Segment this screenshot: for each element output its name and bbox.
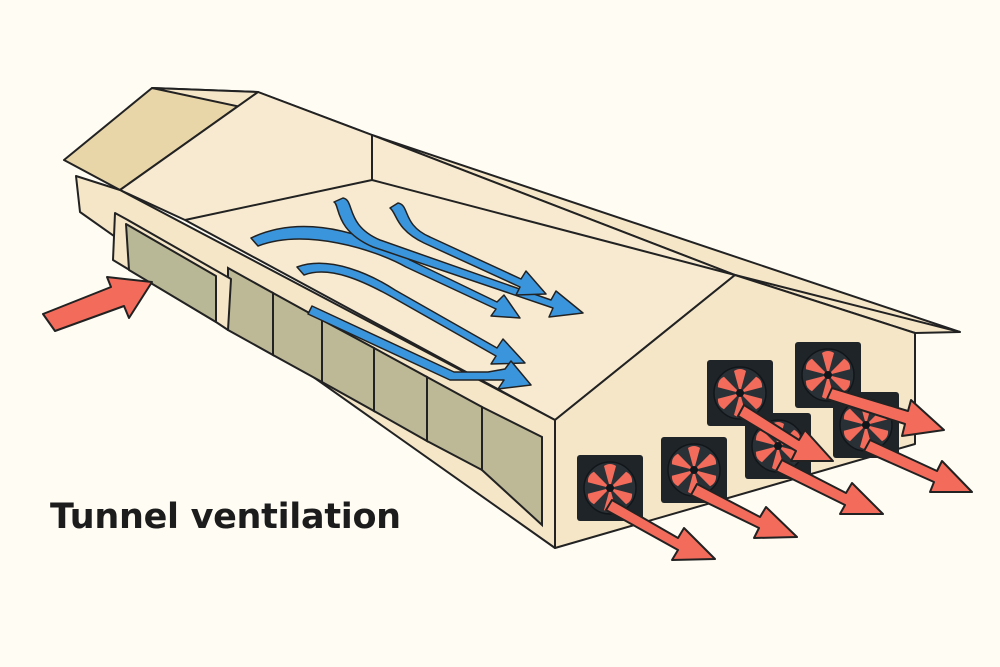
exhaust-arrow-icon	[737, 404, 834, 462]
exhaust-arrow-icon	[863, 439, 973, 493]
airflow-arrow-icon	[333, 197, 584, 318]
intake-arrow-icon	[42, 276, 153, 332]
airflow-arrow-icon	[389, 202, 547, 296]
airflow-arrow-icon	[307, 305, 532, 390]
diagram-caption: Tunnel ventilation	[50, 497, 401, 537]
exhaust-arrow-icon	[826, 387, 945, 437]
air-inlet	[112, 212, 232, 331]
exhaust-arrow-icon	[775, 459, 884, 515]
interior-airflow	[250, 197, 584, 390]
inlet-screen	[125, 223, 217, 323]
side-panels	[227, 266, 543, 528]
exhaust-arrow-icon	[690, 483, 798, 539]
exhaust-arrows	[605, 387, 973, 561]
side-panel	[481, 405, 543, 528]
exhaust-arrow-icon	[605, 499, 716, 561]
airflow-arrow-icon	[250, 225, 521, 319]
airflow-arrow-icon	[296, 262, 526, 365]
